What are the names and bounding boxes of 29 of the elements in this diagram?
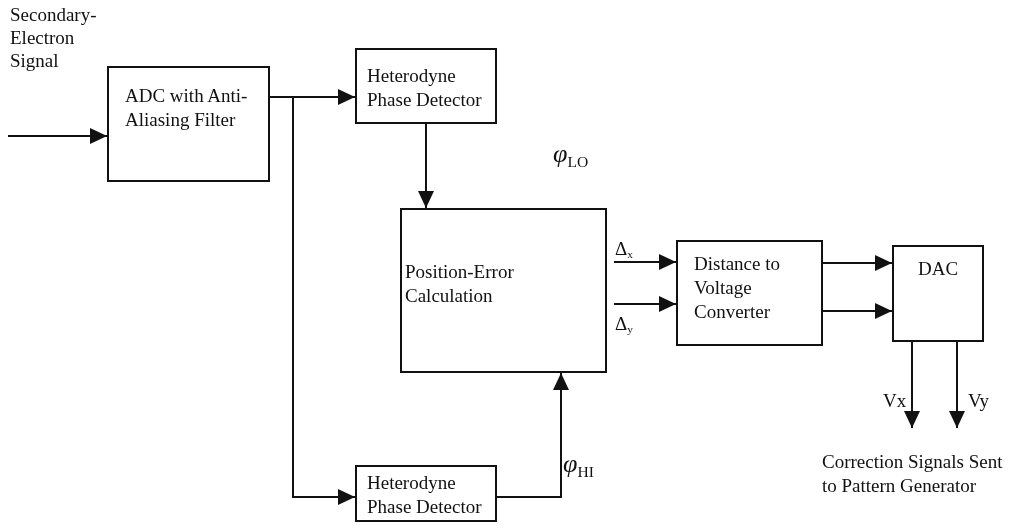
- process-box: [400, 208, 607, 373]
- signal-label: Vx: [883, 390, 907, 413]
- block-label: Distance to Voltage Converter: [694, 252, 781, 324]
- block-label: DAC: [916, 257, 960, 281]
- process-box: [892, 245, 984, 342]
- process-box: [355, 465, 497, 522]
- signal-label: Δ$_{y}$: [615, 313, 633, 336]
- arrow: [822, 255, 893, 271]
- output-text: Correction Signals Sent to Pattern Generator: [822, 450, 1004, 498]
- arrow: [613, 254, 677, 270]
- arrow: [949, 341, 965, 429]
- block-label: Heterodyne Phase Detector: [367, 471, 483, 519]
- process-box: [107, 66, 270, 182]
- signal-label: Vy: [968, 390, 990, 413]
- arrow: [496, 372, 569, 498]
- block-label: Position-Error Calculation: [405, 260, 515, 308]
- signal-label: φ$_{HI}$: [563, 448, 594, 480]
- input-signal-label: Secondary- Electron Signal: [10, 4, 98, 73]
- arrow: [613, 296, 677, 312]
- arrow: [418, 123, 434, 209]
- arrow: [7, 128, 108, 144]
- arrow: [822, 303, 893, 319]
- signal-label: φ$_{LO}$: [553, 138, 589, 170]
- arrow: [904, 341, 920, 429]
- block-label: Heterodyne Phase Detector: [367, 64, 483, 112]
- block-label: ADC with Anti-Aliasing Filter: [125, 84, 249, 132]
- signal-label: Δ$_{x}$: [615, 238, 633, 261]
- process-box: [676, 240, 823, 346]
- process-box: [355, 48, 497, 124]
